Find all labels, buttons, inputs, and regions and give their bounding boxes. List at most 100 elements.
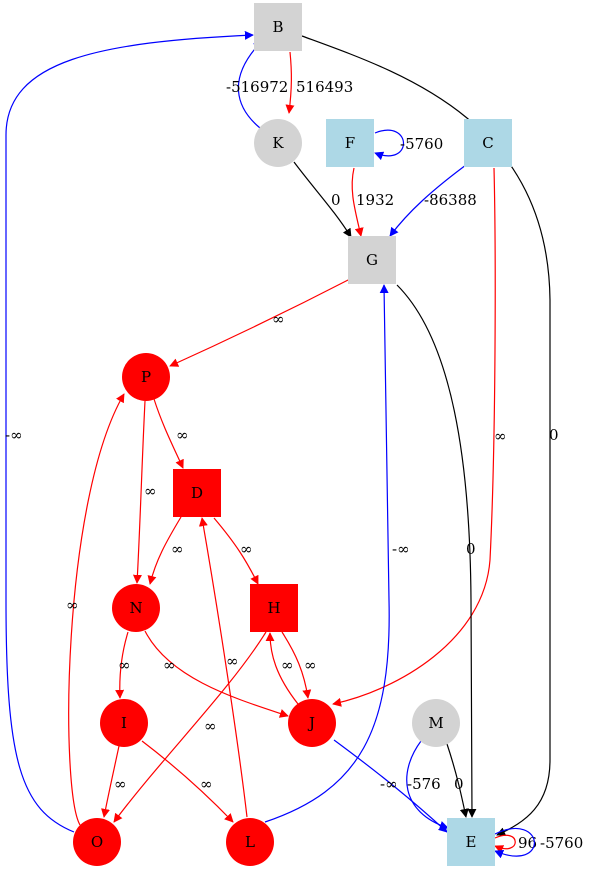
node-label: P [141,368,151,386]
edge-line [332,167,496,707]
edge-E-E: 96 [494,834,537,854]
edge-label: -5760 [540,834,583,852]
edge-line [396,284,477,818]
edge-line [351,167,364,237]
node-D[interactable]: D [173,469,221,517]
edge-label: ∞ [114,775,127,793]
node-shape [288,699,336,747]
edge-B-E: 0 [301,35,559,836]
edge-label: -∞ [5,426,23,444]
node-shape [122,353,170,401]
node-E[interactable]: E [447,818,495,866]
edge-B-K: 516493 [285,51,353,114]
edge-label: -5760 [400,135,443,153]
edge-E-E: -5760 [494,827,583,859]
edge-C-G: -86388 [389,161,477,237]
node-K[interactable]: K [254,119,302,167]
edge-D-H: ∞ [213,517,259,585]
edge-F-F: -5760 [374,129,443,161]
edge-L-D: ∞ [198,517,248,818]
edge-line [147,516,182,585]
node-C[interactable]: C [464,119,512,167]
node-P[interactable]: P [122,353,170,401]
edge-label: ∞ [144,482,157,500]
node-shape [226,818,274,866]
edge-label: 0 [331,191,341,209]
edge-line [68,393,125,826]
edge-D-N: ∞ [147,516,184,585]
edge-O-B: -∞ [5,30,254,833]
node-label: I [121,714,127,732]
edge-line [285,51,295,114]
edge-N-I: ∞ [115,631,131,699]
edge-N-J: ∞ [144,630,289,718]
edge-L-G: -∞ [264,284,410,823]
node-G[interactable]: G [348,236,396,284]
edge-M-E: -576 [406,740,449,830]
node-M[interactable]: M [412,699,460,747]
node-I[interactable]: I [100,699,148,747]
edge-line [141,740,234,823]
edge-line [389,161,471,237]
edge-J-E: -∞ [333,739,448,833]
node-B[interactable]: B [254,3,302,51]
node-label: H [267,599,280,617]
edge-line [113,631,267,823]
node-N[interactable]: N [112,584,160,632]
edge-label: ∞ [66,596,79,614]
edge-label: 0 [454,775,464,793]
node-O[interactable]: O [73,818,121,866]
edge-line [132,400,146,584]
edge-label: ∞ [200,775,213,793]
edge-label: ∞ [163,656,176,674]
node-label: D [191,484,203,502]
node-shape [173,469,221,517]
node-label: C [482,134,493,152]
node-label: E [466,833,477,851]
edge-H-O: ∞ [113,631,267,823]
node-label: M [428,714,443,732]
edge-label: ∞ [176,426,189,444]
node-F[interactable]: F [326,119,374,167]
edge-line [293,161,352,238]
node-label: G [366,251,378,269]
nodes-layer: B K F C G P D N H I J M O L E [73,3,512,866]
edge-label: 96 [518,834,537,852]
edge-line [265,632,299,705]
edge-I-O: ∞ [101,745,127,818]
edge-line [5,30,254,833]
edge-line [101,745,120,818]
node-shape [100,699,148,747]
edge-label: -∞ [380,775,398,793]
node-J[interactable]: J [288,699,336,747]
node-L[interactable]: L [226,818,274,866]
node-shape [326,119,374,167]
edge-line [494,834,516,854]
node-shape [254,119,302,167]
edge-label: 0 [549,426,559,444]
edge-O-P: ∞ [66,393,125,826]
node-H[interactable]: H [250,584,298,632]
edge-K-B: -516972 [226,40,288,129]
node-shape [348,236,396,284]
edge-P-N: ∞ [132,400,157,584]
edge-C-J: ∞ [332,167,507,707]
node-shape [250,584,298,632]
edge-line [115,631,129,699]
node-shape [254,3,302,51]
node-label: J [307,714,315,732]
edge-line [301,35,551,836]
edge-line [169,277,353,367]
node-label: F [345,134,355,152]
edge-label: 1932 [356,191,394,209]
node-shape [447,818,495,866]
edge-P-D: ∞ [153,398,189,469]
node-shape [464,119,512,167]
edge-label: ∞ [304,656,317,674]
edge-label: ∞ [204,717,217,735]
edge-label: -516972 [226,78,288,96]
edge-label: -576 [407,775,441,793]
edge-M-E: 0 [446,743,469,818]
node-label: N [129,599,142,617]
